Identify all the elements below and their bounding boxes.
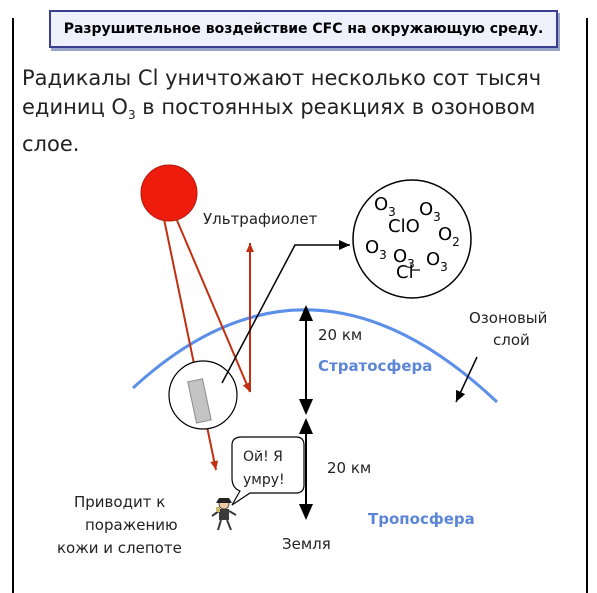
sun bbox=[140, 164, 198, 222]
uv-label: Ультрафиолет bbox=[203, 210, 318, 228]
molecule-cl: Cl bbox=[396, 262, 414, 283]
molecule-o3-1: O3 bbox=[374, 194, 396, 219]
cfc-canister-icon bbox=[187, 378, 212, 424]
molecule-o3-5: O3 bbox=[426, 249, 448, 274]
subtitle-line-1: Радикалы Cl уничтожают несколько сот тыс… bbox=[22, 66, 542, 90]
subtitle-ozone-subscript: 3 bbox=[127, 108, 136, 123]
page-title-text: Разрушительное воздействие CFC на окружа… bbox=[63, 21, 544, 37]
cfc-to-molecules-arrow bbox=[221, 240, 350, 384]
uv-ray-2 bbox=[175, 217, 251, 393]
molecule-o3-3: O3 bbox=[365, 237, 387, 262]
skin-damage-label-line-3: кожи и слепоте bbox=[57, 539, 182, 557]
uv-ray-1 bbox=[163, 218, 219, 471]
subtitle: Радикалы Cl уничтожают несколько сот тыс… bbox=[22, 64, 582, 159]
speech-bubble-line-2: умру! bbox=[243, 472, 285, 488]
molecule-bubble bbox=[352, 179, 472, 299]
frame-left-border bbox=[12, 18, 14, 593]
person-figure bbox=[211, 498, 237, 531]
ozone-layer-pointer bbox=[455, 356, 478, 403]
page-title: Разрушительное воздействие CFC на окружа… bbox=[49, 10, 558, 48]
altitude-arrow-upper-top-head bbox=[299, 305, 313, 321]
altitude-arrow-lower-bottom-head bbox=[299, 504, 313, 520]
subtitle-line-2-suffix: в постоянных реакциях в озоновом слое. bbox=[22, 95, 536, 157]
ozone-layer-label-line-1: Озоновый bbox=[469, 309, 547, 327]
molecule-o3-2: O3 bbox=[419, 199, 441, 224]
altitude-arrow-lower-top-head bbox=[299, 418, 313, 434]
altitude-label-upper: 20 км bbox=[318, 326, 362, 344]
skin-damage-label-line-1: Приводит к bbox=[74, 493, 165, 511]
altitude-label-lower: 20 км bbox=[327, 459, 371, 477]
molecule-o3-4: O3 bbox=[393, 246, 415, 271]
subtitle-line-2-prefix: единиц O bbox=[22, 95, 128, 119]
troposphere-label: Тропосфера bbox=[368, 510, 475, 528]
altitude-arrow-upper-bottom-head bbox=[299, 399, 313, 415]
atmosphere-arc bbox=[131, 308, 499, 404]
molecule-clo: ClO bbox=[388, 216, 420, 237]
molecule-o2: O2 bbox=[438, 224, 460, 249]
earth-label: Земля bbox=[282, 535, 331, 553]
frame-right-border bbox=[586, 18, 588, 593]
subtitle-line-2: единиц O3 в постоянных реакциях в озонов… bbox=[22, 93, 582, 159]
speech-bubble bbox=[231, 436, 305, 506]
skin-damage-label-line-2: поражению bbox=[85, 516, 178, 534]
ozone-layer-label-line-2: слой bbox=[493, 331, 530, 349]
stratosphere-label: Стратосфера bbox=[318, 357, 432, 375]
speech-bubble-line-1: Ой! Я bbox=[243, 449, 283, 465]
